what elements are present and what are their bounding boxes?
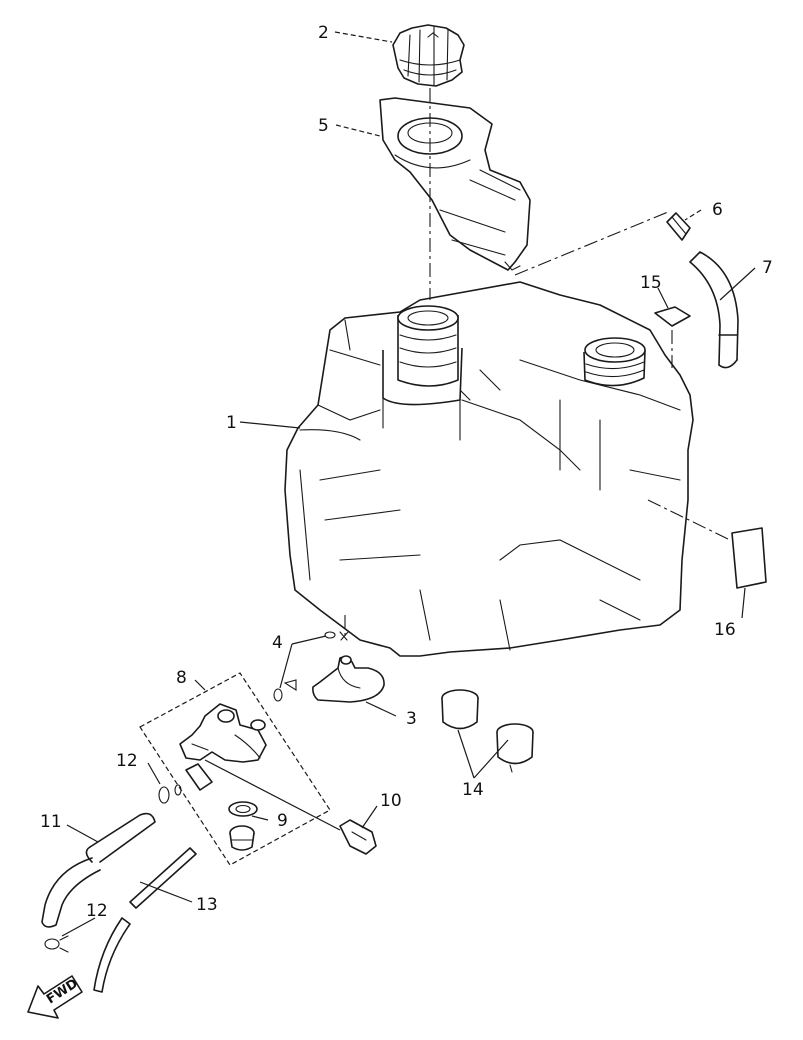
forward-direction-arrow-icon: FWD bbox=[27, 975, 83, 1019]
callout-numbers: 2 5 6 7 15 1 16 4 8 3 12 14 10 9 11 13 1… bbox=[40, 23, 773, 921]
strainer-part-9 bbox=[229, 825, 255, 851]
fuel-cap-part-2 bbox=[392, 24, 465, 87]
leader-lines bbox=[61, 31, 756, 937]
fuel-tank-part-1 bbox=[284, 281, 694, 657]
callout-11: 11 bbox=[40, 812, 62, 832]
fuel-hose-part-13 bbox=[93, 847, 197, 993]
callout-12-lower: 12 bbox=[86, 901, 108, 921]
pads-part-14 bbox=[441, 689, 534, 773]
gasket-part-9 bbox=[228, 801, 258, 817]
screw-part-10 bbox=[204, 759, 377, 855]
clip-part-12-upper bbox=[158, 784, 182, 804]
fuel-cock-part-8 bbox=[179, 703, 267, 791]
clips-part-4 bbox=[273, 631, 349, 702]
fuel-hose-part-11 bbox=[41, 812, 156, 928]
callout-15: 15 bbox=[640, 273, 662, 293]
callout-10: 10 bbox=[380, 791, 402, 811]
callout-9: 9 bbox=[277, 811, 288, 831]
callout-8: 8 bbox=[176, 668, 187, 688]
callout-6: 6 bbox=[712, 200, 723, 220]
vent-fitting-part-6 bbox=[666, 212, 691, 241]
callout-16: 16 bbox=[714, 620, 736, 640]
callout-2: 2 bbox=[318, 23, 329, 43]
callout-7: 7 bbox=[762, 258, 773, 278]
callout-3: 3 bbox=[406, 709, 417, 729]
callout-5: 5 bbox=[318, 116, 329, 136]
clip-part-12-lower bbox=[44, 935, 69, 953]
callout-14: 14 bbox=[462, 780, 484, 800]
pad-part-15 bbox=[654, 306, 691, 327]
callout-12-upper: 12 bbox=[116, 751, 138, 771]
vent-hose-part-7 bbox=[689, 251, 739, 369]
callout-4: 4 bbox=[272, 633, 283, 653]
fuel-cock-group-box bbox=[139, 672, 331, 866]
pad-part-16 bbox=[731, 527, 767, 589]
assembly-line-pad16 bbox=[647, 499, 731, 541]
hose-elbow-part-3 bbox=[312, 655, 385, 703]
filler-neck-bracket-part-5 bbox=[379, 97, 531, 271]
callout-13: 13 bbox=[196, 895, 218, 915]
assembly-line-vent bbox=[514, 211, 669, 276]
callout-1: 1 bbox=[226, 413, 237, 433]
